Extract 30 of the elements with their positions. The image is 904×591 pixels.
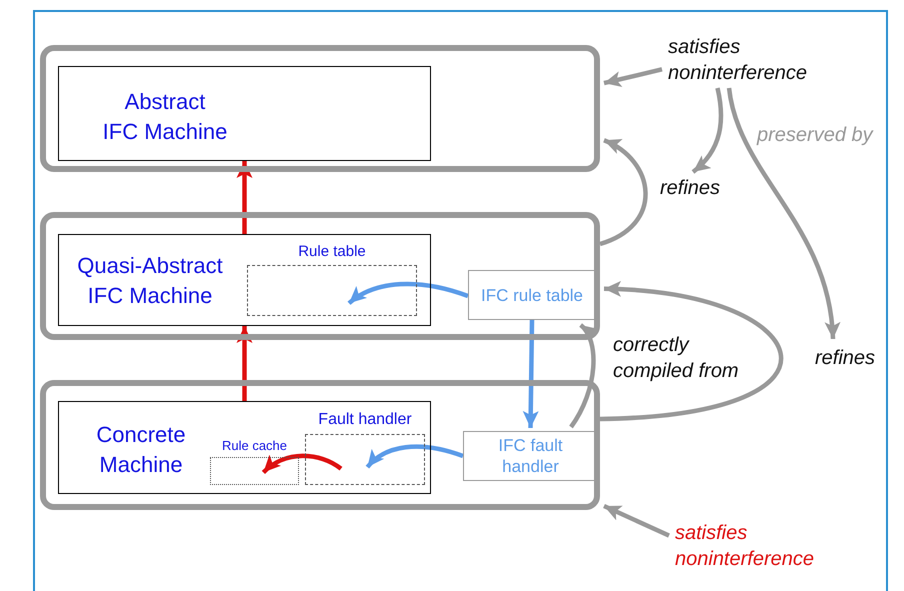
annotation-text: satisfies noninterference [668, 34, 833, 86]
component-label: Fault handler [317, 411, 413, 429]
machine-box [58, 234, 431, 326]
arrow [603, 67, 663, 87]
arrow [599, 138, 648, 246]
machine-box [58, 66, 431, 161]
arrow [262, 454, 342, 474]
arrow [726, 88, 840, 340]
arrow [522, 320, 539, 428]
annotation-text: refines [815, 345, 876, 371]
process-box: IFC rule table [468, 270, 596, 320]
arrow [569, 323, 598, 428]
component-label: Rule table [297, 243, 367, 260]
machine-label: Concrete Machine [95, 421, 187, 479]
group-frame [40, 380, 600, 510]
machine-box [58, 401, 431, 494]
annotation-text: satisfies noninterference [675, 520, 840, 572]
arrow [236, 326, 252, 401]
machine-label: Abstract IFC Machine [102, 88, 228, 146]
group-frame [40, 212, 600, 340]
machine-label: Quasi-Abstract IFC Machine [76, 252, 224, 310]
arrow [692, 88, 724, 174]
arrow [603, 504, 670, 538]
arrow [600, 282, 782, 422]
component-label: Rule cache [220, 438, 288, 453]
arrow [348, 282, 469, 306]
arrow [366, 444, 464, 469]
group-frame [40, 45, 600, 172]
annotation-text: refines [660, 175, 720, 201]
arrow [236, 161, 252, 234]
